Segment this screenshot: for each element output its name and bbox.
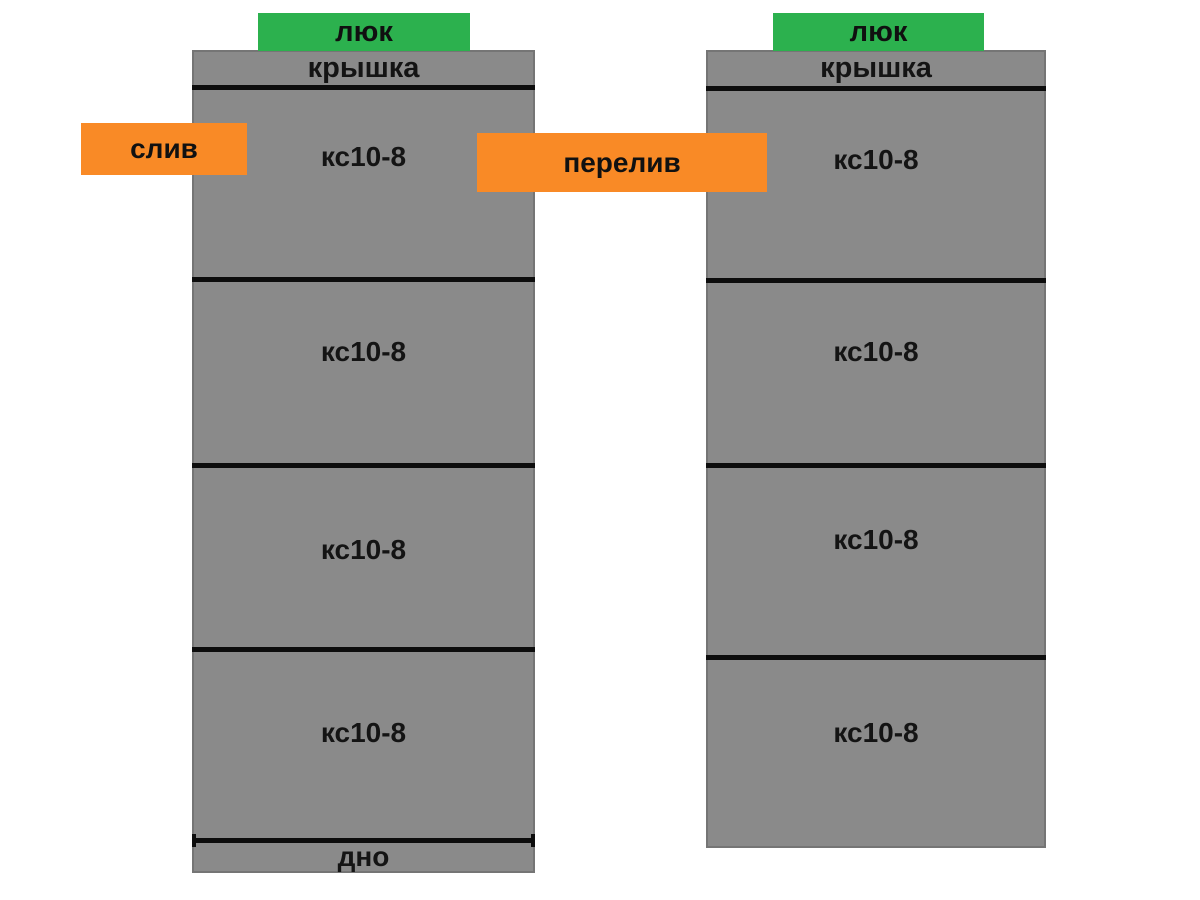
overflow-pipe-label: перелив xyxy=(477,133,767,192)
right-well-ring-joint-line-1 xyxy=(706,278,1046,283)
left-well-lid-joint-line xyxy=(192,85,535,90)
left-well-hatch: люк xyxy=(258,13,470,51)
right-well-ring-4-label: кс10-8 xyxy=(833,717,919,748)
left-well-ring-joint-line-3 xyxy=(192,647,535,652)
left-well-ring-3-label: кс10-8 xyxy=(320,534,407,565)
left-well-ring-joint-line-1 xyxy=(192,277,535,282)
left-well-bottom-line xyxy=(192,834,535,847)
right-well-ring-3-label: кс10-8 xyxy=(833,524,919,555)
left-well-ring-4-label: кс10-8 xyxy=(320,717,407,748)
right-well-ring-1-label: кс10-8 xyxy=(833,144,919,175)
left-well-ring-1-label: кс10-8 xyxy=(320,141,407,172)
left-well-lid-label: крышка xyxy=(307,52,420,84)
left-well-bottom-label: дно xyxy=(337,840,390,872)
right-well-hatch: люк xyxy=(773,13,984,51)
right-well-ring-joint-line-2 xyxy=(706,463,1046,468)
drain-pipe-label: слив xyxy=(81,123,247,175)
left-well-ring-2-label: кс10-8 xyxy=(320,336,407,367)
right-well-lid-joint-line xyxy=(706,86,1046,91)
left-well-ring-joint-line-2 xyxy=(192,463,535,468)
right-well-lid-label: крышка xyxy=(820,52,932,84)
right-well-ring-2-label: кс10-8 xyxy=(833,336,919,367)
right-well-ring-joint-line-3 xyxy=(706,655,1046,660)
